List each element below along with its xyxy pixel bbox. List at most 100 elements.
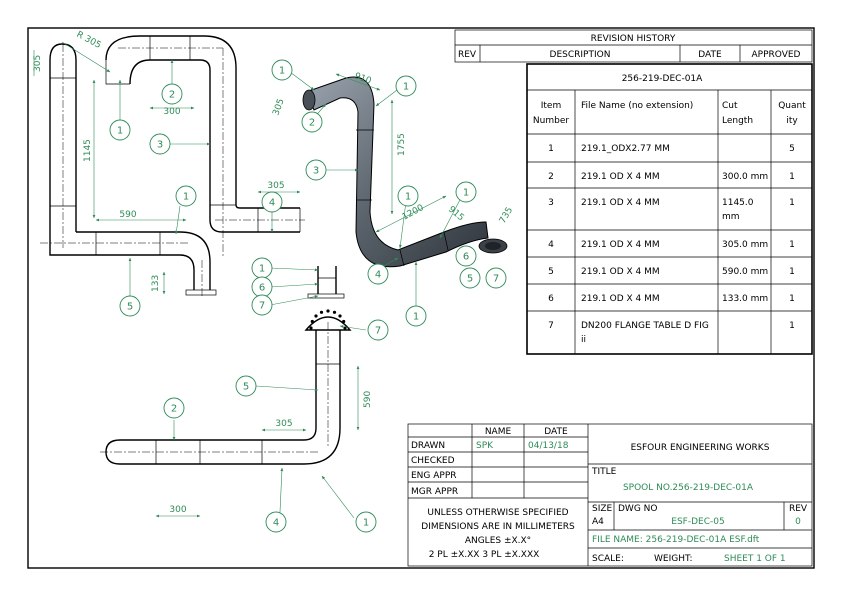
rev-col-description: DESCRIPTION xyxy=(550,50,611,60)
tb-note-1: UNLESS OTHERWISE SPECIFIED xyxy=(427,508,568,518)
balloon-number: 3 xyxy=(157,140,163,151)
balloon-circle xyxy=(163,397,185,419)
bom-item-number: 1 xyxy=(548,144,554,154)
bolt-hole xyxy=(314,314,318,318)
bom-cut-length: 590.0 mm xyxy=(722,267,768,277)
balloon-number: 1 xyxy=(463,188,469,199)
balloon-number: 3 xyxy=(313,166,319,177)
balloon-circle xyxy=(455,181,477,203)
bom-quantity: 1 xyxy=(789,267,795,277)
tb-dwg-label: DWG NO xyxy=(618,504,657,514)
tb-name-header: NAME xyxy=(485,427,512,437)
tb-title-label: TITLE xyxy=(591,467,617,477)
dim-590-bottom: 590 xyxy=(363,391,373,408)
bom-header-item-2: Number xyxy=(533,116,569,126)
balloon-number: 7 xyxy=(259,301,265,312)
balloon-circle xyxy=(397,185,419,207)
bom-cut-length: 133.0 mm xyxy=(722,294,768,304)
bolt-hole xyxy=(343,326,347,330)
elevation-view-pipe xyxy=(100,309,352,465)
tb-rev-value: 0 xyxy=(795,517,801,527)
balloon-number: 2 xyxy=(169,90,175,101)
balloon-number: 6 xyxy=(463,252,469,263)
balloon-circle xyxy=(405,305,427,327)
tb-note-4: 2 PL ±X.XX 3 PL ±X.XXX xyxy=(429,550,540,560)
bom-file-name: DN200 FLANGE TABLE D FIG xyxy=(581,321,709,331)
balloon-number: 4 xyxy=(269,198,275,209)
bom-header-qty-2: ity xyxy=(786,116,798,126)
sheet-border xyxy=(27,27,815,569)
tb-checked-label: CHECKED xyxy=(411,456,455,466)
tb-file-name: FILE NAME: 256-219-DEC-01A ESF.dft xyxy=(592,535,760,545)
bom-cut-length: 305.0 mm xyxy=(722,240,768,250)
balloon-circle xyxy=(367,263,389,285)
balloon-number: 7 xyxy=(375,326,381,337)
bom-quantity: 1 xyxy=(789,321,795,331)
balloon-number: 1 xyxy=(183,192,189,203)
bom-quantity: 1 xyxy=(789,198,795,208)
tb-rev-label: REV xyxy=(789,504,808,514)
bom-quantity: 1 xyxy=(789,240,795,250)
balloon-number: 5 xyxy=(243,382,249,393)
dim-735: 735 xyxy=(498,206,515,226)
dim-133: 133 xyxy=(151,275,161,292)
balloon-circle xyxy=(367,319,389,341)
bom-quantity: 1 xyxy=(789,172,795,182)
bolt-hole xyxy=(319,310,324,314)
bolt-hole xyxy=(338,314,342,318)
tb-dwg-value: ESF-DEC-05 xyxy=(671,517,724,527)
bom-cut-length: 300.0 mm xyxy=(722,172,768,182)
bom-file-name: 219.1 OD X 4 MM xyxy=(581,240,660,250)
balloon-number: 6 xyxy=(259,283,265,294)
balloon-circle xyxy=(459,267,481,289)
balloon-number: 2 xyxy=(309,118,315,129)
bom-file-name: ii xyxy=(581,335,586,345)
elevation-view-dimensions: 590 305 300 xyxy=(155,365,373,518)
bom-file-name: 219.1 OD X 4 MM xyxy=(581,294,660,304)
dim-305-left: 305 xyxy=(33,55,43,72)
bom-title: 256-219-DEC-01A xyxy=(622,74,703,84)
bom-item-number: 3 xyxy=(548,198,554,208)
dim-300-bottom: 300 xyxy=(169,505,186,515)
balloon-circle xyxy=(175,185,197,207)
bom-file-name: 219.1 OD X 4 MM xyxy=(581,172,660,182)
tb-mgr-appr-label: MGR APPR xyxy=(411,487,458,497)
tb-company: ESFOUR ENGINEERING WORKS xyxy=(631,443,770,453)
bom-header-cut-2: Length xyxy=(722,116,753,126)
balloon-circle xyxy=(261,191,283,213)
dim-300-top: 300 xyxy=(163,107,180,117)
tb-scale: SCALE: xyxy=(592,554,624,564)
balloon-circle xyxy=(119,295,141,317)
bom-table: 256-219-DEC-01A Item Number File Name (n… xyxy=(526,63,813,355)
bolt-hole xyxy=(326,309,330,313)
balloon-circle xyxy=(251,294,273,316)
balloon-circle xyxy=(271,59,293,81)
bom-item-number: 2 xyxy=(548,172,554,182)
balloon-circle xyxy=(455,245,477,267)
title-block: NAME DATE DRAWN SPK 04/13/18 CHECKED ENG… xyxy=(407,423,813,567)
balloon-circle xyxy=(235,375,257,397)
tb-drawn-date: 04/13/18 xyxy=(528,441,569,451)
bom-header-item-1: Item xyxy=(541,101,562,111)
bom-item-number: 7 xyxy=(548,321,554,331)
balloon-number: 1 xyxy=(259,264,265,275)
balloon-number: 4 xyxy=(375,270,381,281)
balloon-number: 7 xyxy=(493,274,499,285)
rev-col-date: DATE xyxy=(698,50,722,60)
balloon-circle xyxy=(355,511,377,533)
dim-305-iso: 305 xyxy=(271,97,286,117)
balloon-circle xyxy=(395,75,417,97)
balloon-number: 1 xyxy=(117,126,123,137)
bom-cut-length: 1145.0 xyxy=(722,198,754,208)
revision-title: REVISION HISTORY xyxy=(591,34,676,44)
balloon-number: 5 xyxy=(467,274,473,285)
bom-item-number: 5 xyxy=(548,267,554,277)
balloon-circle xyxy=(485,267,507,289)
balloon-number: 2 xyxy=(171,404,177,415)
dim-1145: 1145 xyxy=(83,139,93,162)
revision-history-table: REVISION HISTORY REV DESCRIPTION DATE AP… xyxy=(454,29,813,63)
bom-cut-length: mm xyxy=(722,212,740,222)
